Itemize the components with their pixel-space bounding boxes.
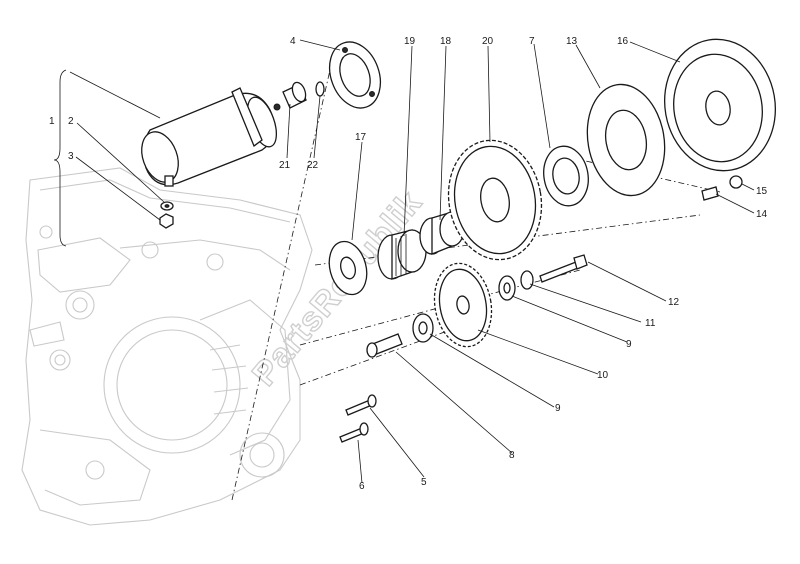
terminal-nut: [159, 213, 174, 229]
shaft-spacer-washer: [412, 313, 434, 343]
callout-18: 18: [440, 36, 452, 47]
flywheel-rotor: [663, 38, 777, 172]
callout-13: 13: [566, 36, 578, 47]
callout-3: 3: [68, 151, 74, 162]
callout-20: 20: [482, 36, 494, 47]
callout-9-lower: 9: [555, 403, 561, 414]
flywheel-bolt: [701, 186, 719, 201]
callout-1: 1: [49, 116, 55, 127]
freewheel: [543, 145, 589, 207]
freewheel-ring: [586, 83, 666, 197]
callout-11: 11: [645, 318, 656, 329]
cover-plate: [328, 41, 382, 109]
terminal-washer: [160, 201, 174, 211]
needle-bearing: [377, 229, 427, 280]
mounting-screw-6: [339, 422, 369, 443]
callout-16: 16: [617, 36, 629, 47]
callout-12: 12: [668, 297, 680, 308]
leader-lines: [53, 39, 755, 484]
callout-19: 19: [404, 36, 416, 47]
callout-4: 4: [290, 36, 296, 47]
callout-labels: 1 2 3 4 5 6 7 8 9 9 10 11 12 13 14 15 16…: [49, 36, 768, 492]
starter-pinion: [282, 81, 307, 109]
gear-pin: [366, 333, 403, 358]
callout-21: 21: [279, 160, 291, 171]
reduction-gear: [433, 262, 493, 348]
retaining-clip: [315, 81, 325, 97]
callout-2: 2: [68, 116, 74, 127]
shaft-washer: [520, 270, 534, 290]
flywheel-nut: [729, 175, 743, 189]
callout-7: 7: [529, 36, 535, 47]
reduction-gear-washer: [498, 275, 516, 301]
thrust-washer: [328, 240, 368, 296]
callout-8: 8: [509, 450, 515, 461]
crankcase-outline: [21, 167, 313, 526]
callout-14: 14: [756, 209, 768, 220]
watermark: PartsRepublik: [245, 184, 429, 394]
callout-10: 10: [597, 370, 609, 381]
callout-6: 6: [359, 481, 365, 492]
mounting-screw-5: [345, 394, 377, 416]
callout-15: 15: [756, 186, 768, 197]
callout-5: 5: [421, 477, 427, 488]
callout-17: 17: [355, 132, 367, 143]
callout-9-upper: 9: [626, 339, 632, 350]
gear-shaft-bolt: [539, 254, 588, 283]
starter-motor: [141, 87, 281, 187]
idler-gear: [447, 139, 543, 261]
callout-22: 22: [307, 160, 319, 171]
